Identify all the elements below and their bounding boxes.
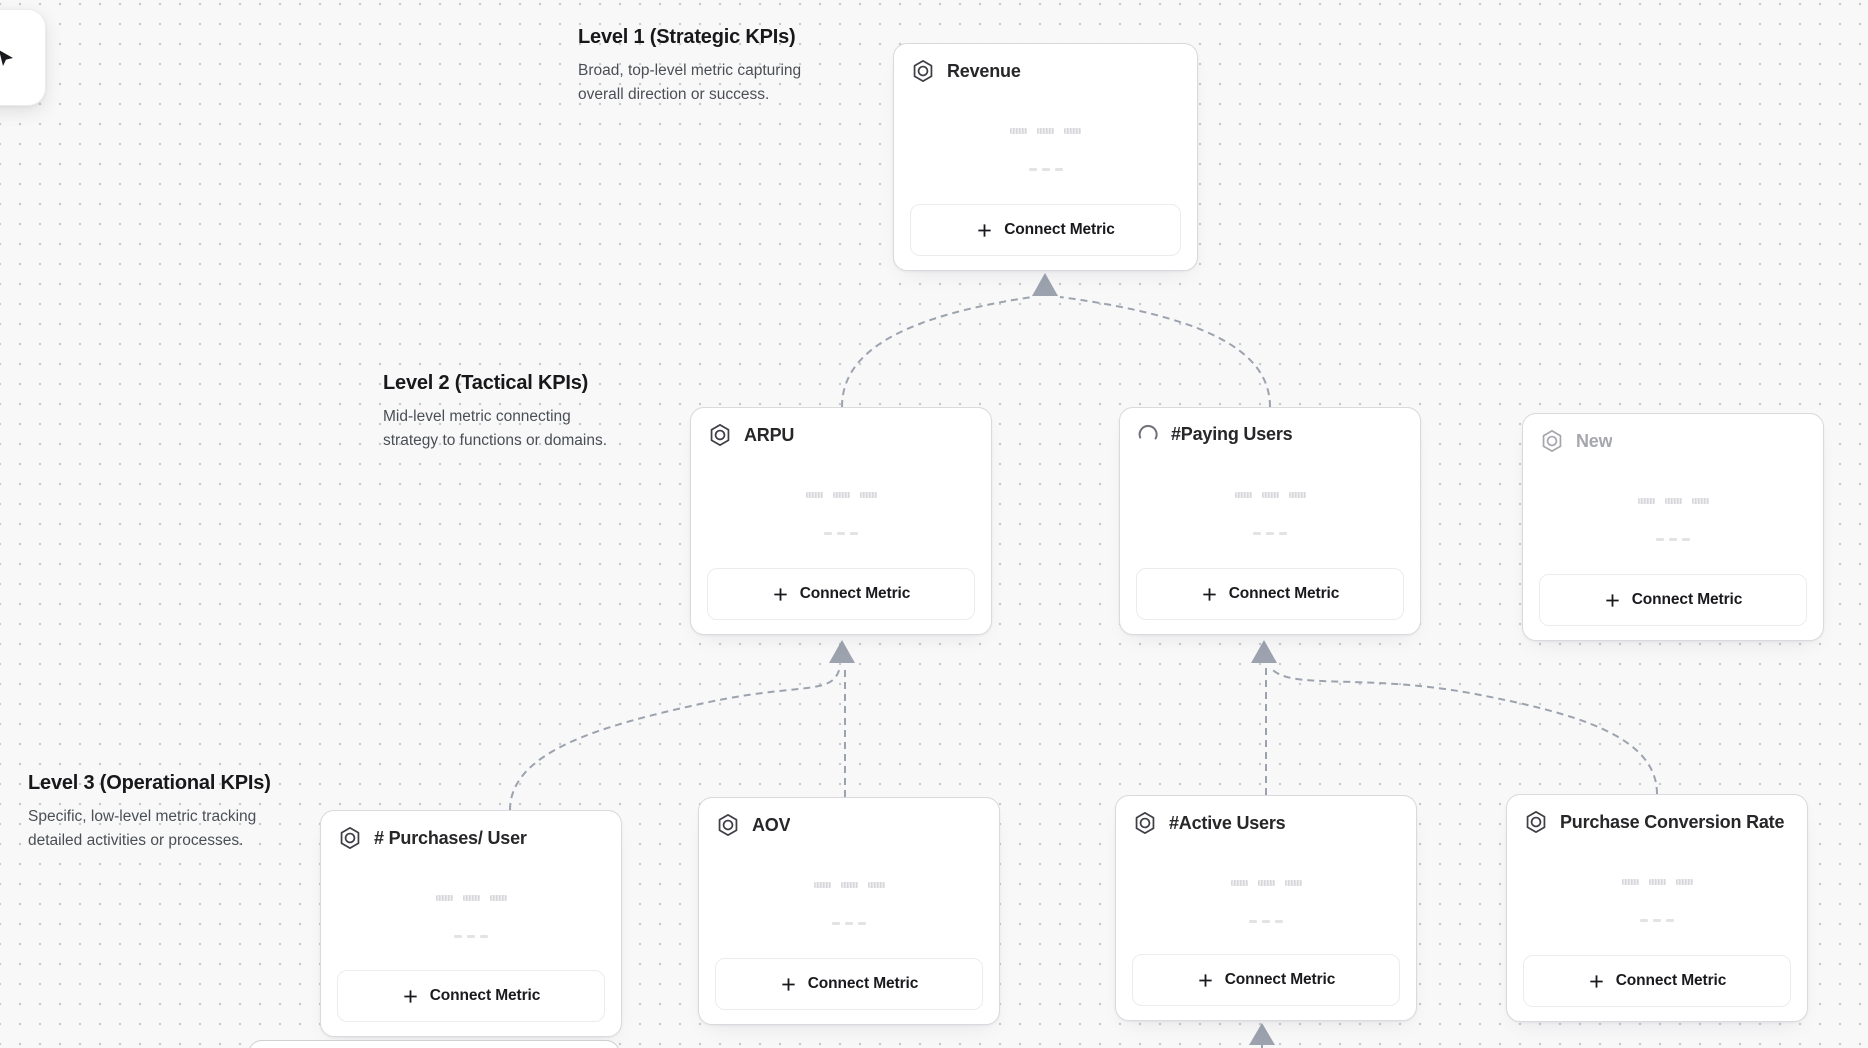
connect-metric-label: Connect Metric	[429, 987, 541, 1004]
connector-arpu-revenue	[841, 296, 1033, 408]
metric-hexagon-icon	[1523, 809, 1549, 835]
card-header: Revenue	[910, 58, 1183, 84]
toolbar-button-fragment[interactable]	[0, 9, 46, 106]
plus-icon	[1197, 972, 1214, 989]
card-header: #Paying Users	[1136, 422, 1406, 446]
placeholder-skeleton	[1507, 919, 1807, 922]
arrowhead-arpu	[829, 640, 855, 663]
placeholder-skeleton	[321, 895, 621, 901]
metric-card-revenue[interactable]: Revenue Connect Metric	[893, 43, 1198, 271]
plus-icon	[772, 586, 789, 603]
plus-icon	[976, 222, 993, 239]
connect-metric-button[interactable]: Connect Metric	[1136, 568, 1404, 620]
placeholder-skeleton	[1120, 492, 1420, 498]
plus-icon	[1201, 586, 1218, 603]
arrowhead-activeusers-bottom	[1249, 1023, 1275, 1045]
level1-title: Level 1 (Strategic KPIs)	[578, 26, 796, 48]
metric-card-active-users[interactable]: #Active Users Connect Metric	[1115, 795, 1417, 1021]
card-title: Revenue	[947, 60, 1021, 81]
metric-card-aov[interactable]: AOV Connect Metric	[698, 797, 1000, 1025]
metric-card-arpu[interactable]: ARPU Connect Metric	[690, 407, 992, 635]
card-header: ARPU	[707, 422, 977, 448]
placeholder-skeleton	[1523, 498, 1823, 504]
card-title: # Purchases/ User	[374, 827, 527, 848]
cursor-icon	[0, 50, 13, 66]
metric-hexagon-icon	[1132, 810, 1158, 836]
metric-hexagon-icon	[910, 58, 936, 84]
plus-icon	[780, 976, 797, 993]
metric-hexagon-icon	[337, 825, 363, 851]
placeholder-skeleton	[699, 922, 999, 925]
connect-metric-button[interactable]: Connect Metric	[1539, 574, 1807, 626]
connect-metric-label: Connect Metric	[1631, 591, 1743, 608]
plus-icon	[402, 988, 419, 1005]
metric-hexagon-icon	[1539, 428, 1565, 454]
connect-metric-button[interactable]: Connect Metric	[715, 958, 983, 1010]
arrowhead-revenue	[1032, 273, 1058, 296]
card-title: #Active Users	[1169, 812, 1286, 833]
plus-icon	[1604, 592, 1621, 609]
connect-metric-button[interactable]: Connect Metric	[337, 970, 605, 1022]
metric-card-purchase-conversion-rate[interactable]: Purchase Conversion Rate Connect Metric	[1506, 794, 1808, 1022]
placeholder-skeleton	[1523, 538, 1823, 541]
card-header: AOV	[715, 812, 985, 838]
connect-metric-label: Connect Metric	[1228, 585, 1340, 602]
connect-metric-label: Connect Metric	[1615, 972, 1727, 989]
placeholder-skeleton	[1507, 879, 1807, 885]
level2-description: Mid-level metric connecting strategy to …	[383, 408, 608, 450]
arrowhead-payingusers	[1251, 640, 1277, 663]
spinner-icon	[1136, 422, 1160, 446]
connect-metric-label: Connect Metric	[1004, 221, 1115, 238]
card-title: New	[1576, 430, 1613, 451]
level3-label: Level 3 (Operational KPIs) Specific, low…	[28, 772, 276, 853]
card-header: New	[1539, 428, 1809, 454]
connect-metric-button[interactable]: Connect Metric	[1132, 954, 1400, 1006]
placeholder-skeleton	[1116, 920, 1416, 923]
metric-hexagon-icon	[707, 422, 733, 448]
connect-metric-button[interactable]: Connect Metric	[707, 568, 975, 620]
placeholder-skeleton	[1120, 532, 1420, 535]
connector-pcr-payingusers	[1269, 666, 1658, 795]
level3-description: Specific, low-level metric tracking deta…	[28, 808, 257, 850]
card-header: #Active Users	[1132, 810, 1402, 836]
placeholder-skeleton	[691, 492, 991, 498]
level3-title: Level 3 (Operational KPIs)	[28, 772, 271, 794]
metric-card-new[interactable]: New Connect Metric	[1522, 413, 1824, 641]
connect-metric-button[interactable]: Connect Metric	[1523, 955, 1791, 1007]
card-title: ARPU	[744, 424, 795, 445]
level2-title: Level 2 (Tactical KPIs)	[383, 372, 589, 394]
connector-payingusers-revenue	[1059, 296, 1271, 408]
level2-label: Level 2 (Tactical KPIs) Mid-level metric…	[383, 372, 625, 453]
placeholder-skeleton	[1116, 880, 1416, 886]
metric-card-partial[interactable]	[248, 1040, 620, 1048]
card-title: #Paying Users	[1171, 423, 1293, 444]
plus-icon	[1588, 973, 1605, 990]
level1-label: Level 1 (Strategic KPIs) Broad, top-leve…	[578, 26, 824, 107]
level1-description: Broad, top-level metric capturing overal…	[578, 62, 802, 104]
connect-metric-label: Connect Metric	[807, 975, 919, 992]
card-header: # Purchases/ User	[337, 825, 607, 851]
placeholder-skeleton	[321, 935, 621, 938]
placeholder-skeleton	[894, 128, 1197, 134]
metric-card-purchases-per-user[interactable]: # Purchases/ User Connect Metric	[320, 810, 622, 1037]
placeholder-skeleton	[699, 882, 999, 888]
connect-metric-button[interactable]: Connect Metric	[910, 204, 1181, 256]
card-header: Purchase Conversion Rate	[1523, 809, 1793, 835]
card-title: AOV	[752, 814, 791, 835]
metric-card-paying-users[interactable]: #Paying Users Connect Metric	[1119, 407, 1421, 635]
placeholder-skeleton	[691, 532, 991, 535]
connector-purchases-arpu	[509, 666, 841, 811]
metric-hexagon-icon	[715, 812, 741, 838]
placeholder-skeleton	[894, 168, 1197, 171]
connect-metric-label: Connect Metric	[1224, 971, 1336, 988]
card-title: Purchase Conversion Rate	[1560, 811, 1785, 832]
connect-metric-label: Connect Metric	[799, 585, 911, 602]
